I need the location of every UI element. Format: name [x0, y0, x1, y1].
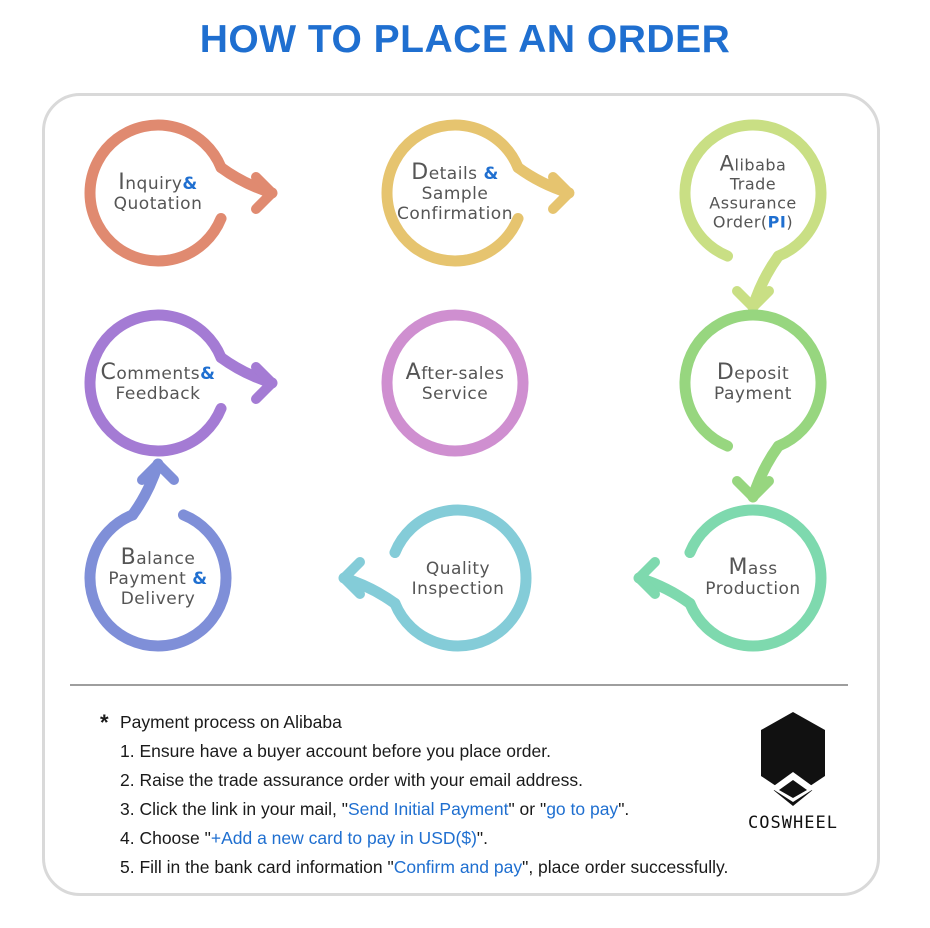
send-initial-payment-link: Send Initial Payment	[347, 799, 509, 819]
note-step-1-text: 1. Ensure have a buyer account before yo…	[120, 741, 551, 761]
step-comments-label-line: Comments&	[101, 360, 216, 385]
step-inquiry-label-line: Quotation	[114, 194, 203, 214]
step-deposit-label-line: Payment	[714, 384, 792, 404]
step-balance-label-line: Balance	[121, 545, 196, 570]
step-quality-label-line: Quality	[426, 559, 490, 579]
note-step-3-text: 3. Click the link in your mail, "	[120, 799, 348, 819]
step-mass-label-line: Mass	[728, 555, 777, 580]
step-alibaba-label-line: Alibaba	[720, 152, 787, 176]
note-step-4-text: 4. Choose "	[120, 828, 211, 848]
step-alibaba-label-line: Assurance	[709, 194, 796, 213]
add-card-link: +Add a new card to pay in USD($)	[210, 828, 477, 848]
notes-heading-text: Payment process on Alibaba	[120, 712, 342, 732]
helmet-logo-icon	[761, 712, 825, 806]
step-aftersales-label-line: After-sales	[406, 360, 505, 385]
note-step-1: 1. Ensure have a buyer account before yo…	[100, 737, 740, 766]
step-details-label-line: Sample	[422, 184, 489, 204]
step-balance-label-line: Payment &	[108, 569, 207, 589]
process-flow-diagram: Inquiry&Quotation Details &SampleConfirma…	[84, 119, 827, 652]
note-step-4-end: ".	[476, 828, 488, 848]
diagram-frame	[42, 93, 880, 896]
note-step-3: 3. Click the link in your mail, "Send In…	[100, 795, 740, 824]
section-divider	[70, 684, 848, 686]
step-details-label-line: Confirmation	[397, 204, 513, 224]
step-comments-label-line: Feedback	[116, 384, 201, 404]
step-alibaba-label-line: Trade	[729, 175, 776, 194]
note-step-4: 4. Choose "+Add a new card to pay in USD…	[100, 824, 740, 853]
step-deposit-label-line: Deposit	[717, 360, 789, 385]
note-step-5-text: 5. Fill in the bank card information "	[120, 857, 394, 877]
step-alibaba-label-line: Order(PI)	[713, 213, 793, 232]
note-step-3-mid: " or "	[508, 799, 547, 819]
step-comments: Comments&Feedback	[84, 309, 278, 457]
confirm-and-pay-link: Confirm and pay	[393, 857, 523, 877]
star-bullet: *	[100, 710, 109, 735]
payment-notes: * Payment process on Alibaba 1. Ensure ha…	[100, 708, 740, 882]
page-title: HOW TO PLACE AN ORDER	[199, 18, 731, 61]
step-balance-label-line: Delivery	[121, 589, 196, 609]
step-mass-label-line: Production	[705, 579, 800, 599]
step-details-label-line: Details &	[411, 160, 499, 185]
brand-name: COSWHEEL	[748, 813, 838, 833]
note-step-2-text: 2. Raise the trade assurance order with …	[120, 770, 584, 790]
step-aftersales-label-line: Service	[422, 384, 488, 404]
note-step-2: 2. Raise the trade assurance order with …	[100, 766, 740, 795]
step-inquiry-label-line: Inquiry&	[118, 170, 197, 195]
step-quality-label-line: Inspection	[412, 579, 505, 599]
notes-heading: * Payment process on Alibaba	[100, 708, 740, 737]
note-step-5-end: ", place order successfully.	[522, 857, 729, 877]
step-inquiry: Inquiry&Quotation	[84, 119, 278, 267]
go-to-pay-link: go to pay	[546, 799, 619, 819]
note-step-3-end: ".	[618, 799, 630, 819]
note-step-5: 5. Fill in the bank card information "Co…	[100, 853, 740, 882]
